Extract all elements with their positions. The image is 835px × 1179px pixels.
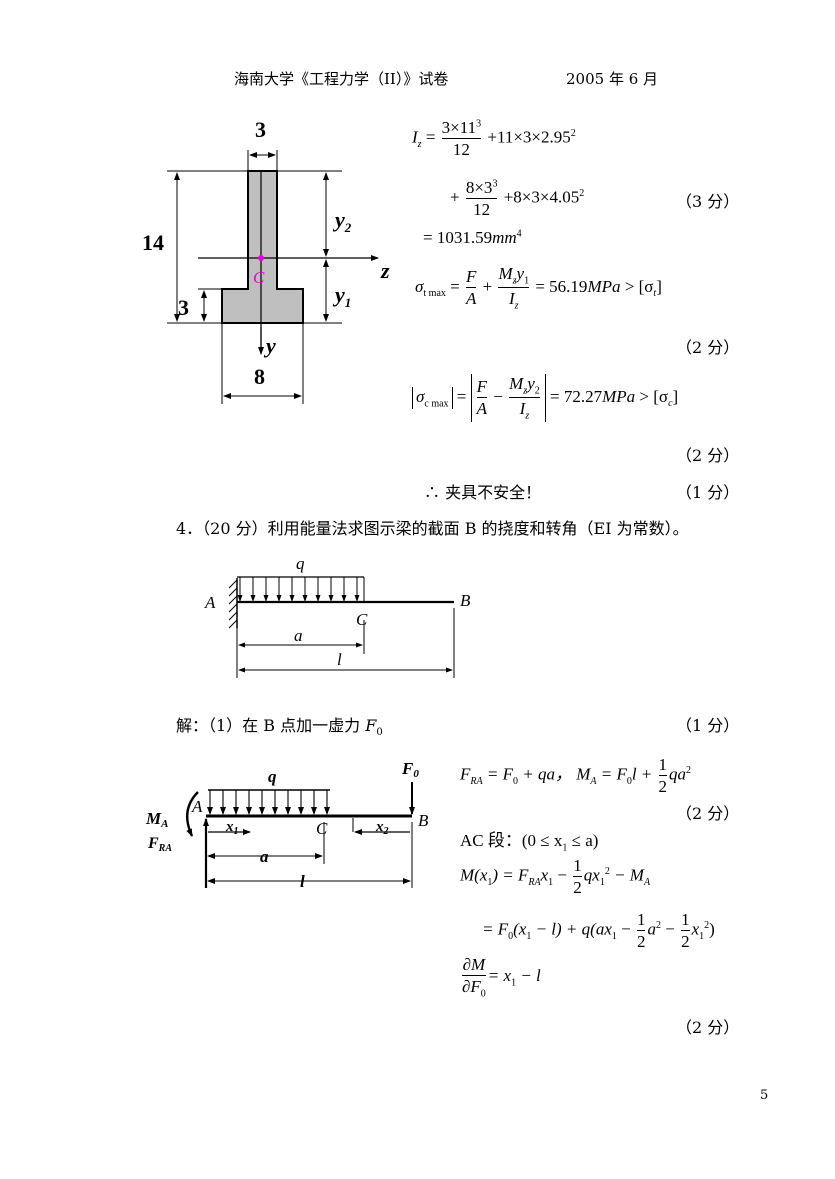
header-title: 海南大学《工程力学（II）》试卷 bbox=[234, 70, 449, 88]
centroid-label: C bbox=[253, 268, 265, 287]
score-3: （2 分） bbox=[676, 446, 740, 465]
point-c-label: C bbox=[356, 610, 368, 629]
dim-height-label: 14 bbox=[142, 230, 164, 255]
fbd-x2-label: x2 bbox=[375, 819, 389, 837]
dim-l-label: l bbox=[337, 650, 342, 669]
header-date: 2005 年 6 月 bbox=[566, 70, 659, 88]
fbd-fra-label: FRA bbox=[147, 835, 172, 854]
dim-a-label: a bbox=[294, 626, 303, 645]
dim-top-label: 3 bbox=[255, 117, 266, 142]
z-axis-label: z bbox=[380, 258, 390, 283]
fbd-q-label: q bbox=[268, 767, 277, 786]
fbd-c-label: C bbox=[316, 819, 328, 838]
free-body-figure: q F0 MA A FRA x1 C x2 B a l bbox=[145, 759, 429, 891]
solution-line-1: 解：（1）在 B 点加一虚力 F0 bbox=[176, 716, 383, 739]
score-7: （2 分） bbox=[676, 1018, 740, 1037]
y-axis-label: y bbox=[263, 333, 276, 358]
fbd-b-label: B bbox=[418, 811, 429, 830]
dim-flange-label: 3 bbox=[178, 295, 189, 320]
page-number: 5 bbox=[760, 1088, 769, 1103]
conclusion-text: ∴ 夹具不安全！ bbox=[424, 483, 542, 502]
centroid-dot bbox=[258, 255, 264, 261]
derivative-equation: ∂M∂F0= x1 − l bbox=[462, 955, 541, 999]
score-4: （1 分） bbox=[676, 483, 740, 502]
fbd-l-dim-label: l bbox=[300, 872, 305, 891]
y2-label: y2 bbox=[332, 207, 352, 235]
problem-4-text: 4．（20 分）利用能量法求图示梁的截面 B 的挠度和转角（EI 为常数）。 bbox=[176, 519, 689, 538]
y1-label: y1 bbox=[332, 282, 351, 310]
dim-bottom-label: 8 bbox=[254, 364, 265, 389]
t-section-figure: 3 14 3 8 y2 y1 z y C bbox=[142, 117, 390, 404]
score-2: （2 分） bbox=[676, 338, 740, 357]
fbd-a-dim-label: a bbox=[260, 847, 269, 866]
score-5: （1 分） bbox=[676, 716, 740, 735]
ac-segment-label: AC 段：(0 ≤ x1 ≤ a) bbox=[460, 831, 599, 854]
t-section-shape bbox=[221, 170, 304, 324]
fbd-ma-label: MA bbox=[145, 809, 168, 830]
fbd-a-label: A bbox=[191, 797, 203, 816]
fbd-f0-label: F0 bbox=[401, 759, 419, 780]
score-1: （3 分） bbox=[676, 192, 740, 211]
end-a-label: A bbox=[204, 593, 216, 612]
end-b-label: B bbox=[460, 591, 471, 610]
q-label: q bbox=[296, 554, 305, 573]
iz-result: = 1031.59mm4 bbox=[423, 228, 522, 247]
problem-4-beam-figure: q A B C a l bbox=[204, 554, 471, 678]
score-6: （2 分） bbox=[676, 804, 740, 823]
fbd-x1-label: x1 bbox=[225, 819, 239, 837]
